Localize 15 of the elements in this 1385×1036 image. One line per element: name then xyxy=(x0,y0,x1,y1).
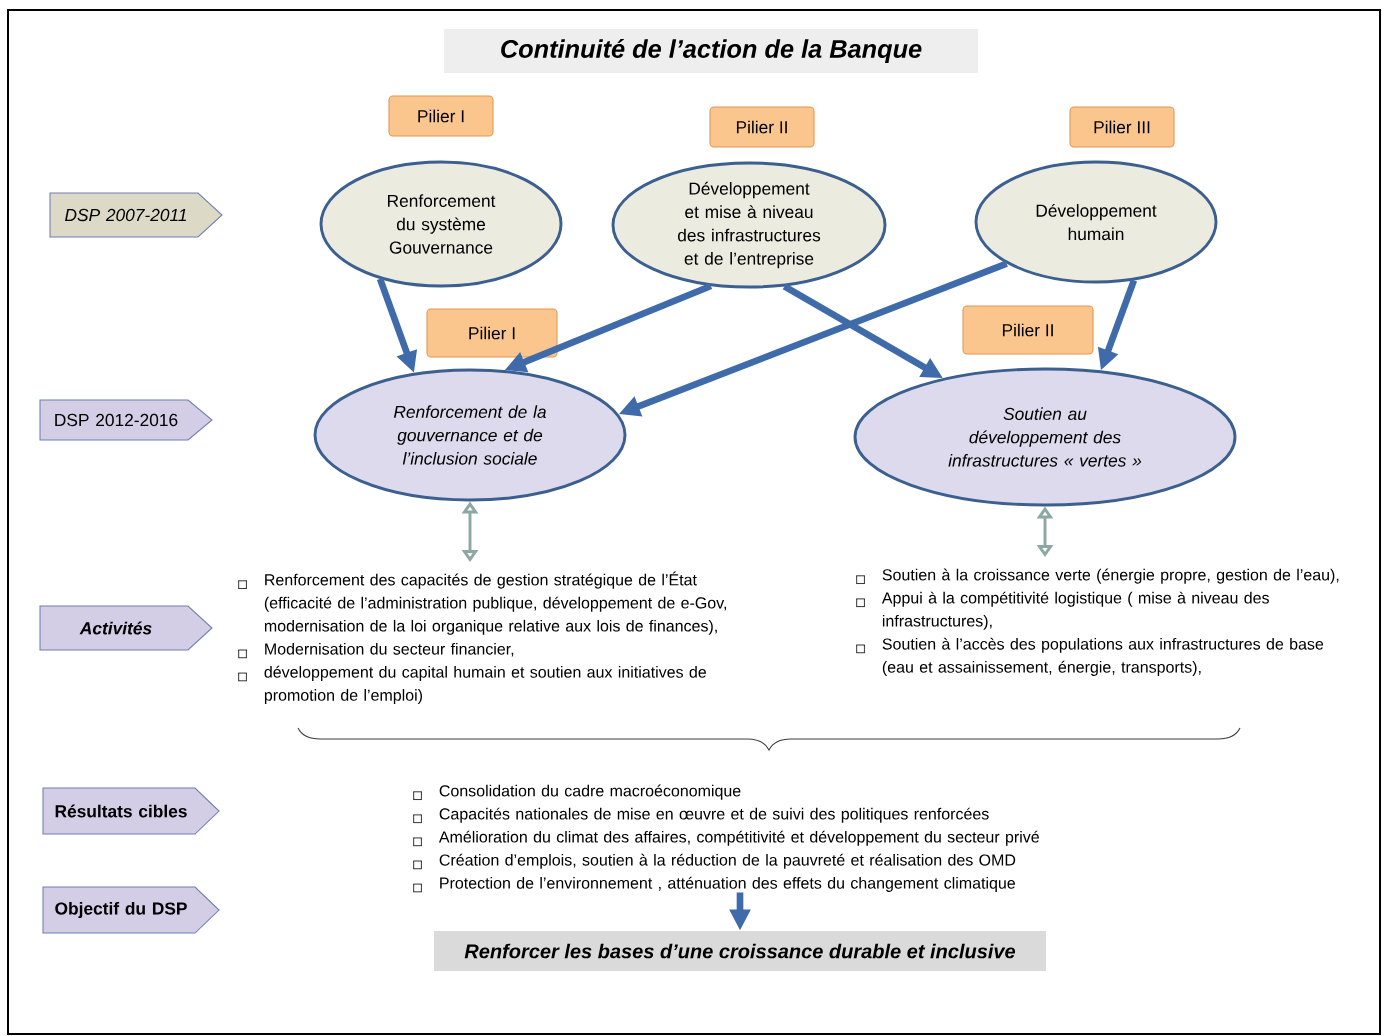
bullet-list: Renforcement des capacités de gestion stratégique de l’État (efficacité de l’administration publique, développement de e-Gov, modernisation de la loi organique relative aux lois de finances), Modernisation du secteur financier, développement du capital humain et soutien aux initiatives de promotion de l’emploi) xyxy=(237,571,727,704)
row-tag: DSP 2007-2011 xyxy=(49,192,223,238)
objective-banner: Renforcer les bases d’une croissance durable et inclusive xyxy=(434,931,1046,971)
pillar-box: Pilier I xyxy=(426,308,558,358)
pillar-box: Pilier II xyxy=(709,106,815,148)
row-tag: Résultats cibles xyxy=(42,787,220,835)
row-tag: Objectif du DSP xyxy=(42,886,220,934)
bullet-list: Consolidation du cadre macroéconomique Capacités nationales de mise en œuvre et de suivi des politiques renforcées Amélioration du climat des affaires, compétitivité et développement du secteur privé Création d’emplois, soutien à la réduction de la pauvreté et réalisation des OMD Protection de l’environnement , atténuation des effets du changement climatique xyxy=(412,784,1039,893)
row-tag: Activités xyxy=(39,605,213,651)
pillar-box: Pilier III xyxy=(1069,106,1175,148)
pillar-box: Pilier I xyxy=(388,95,494,137)
row-tag: DSP 2012-2016 xyxy=(39,399,213,441)
pillar-box: Pilier II xyxy=(962,305,1094,355)
bullet-list: Soutien à la croissance verte (énergie propre, gestion de l’eau), Appui à la compétitivité logistique ( mise à niveau des infrastructures), Soutien à l’accès des populations aux infrastructures de base (eau et assainissement, énergie, transports), xyxy=(855,568,1339,676)
title-banner: Continuité de l’action de la Banque xyxy=(444,29,978,73)
